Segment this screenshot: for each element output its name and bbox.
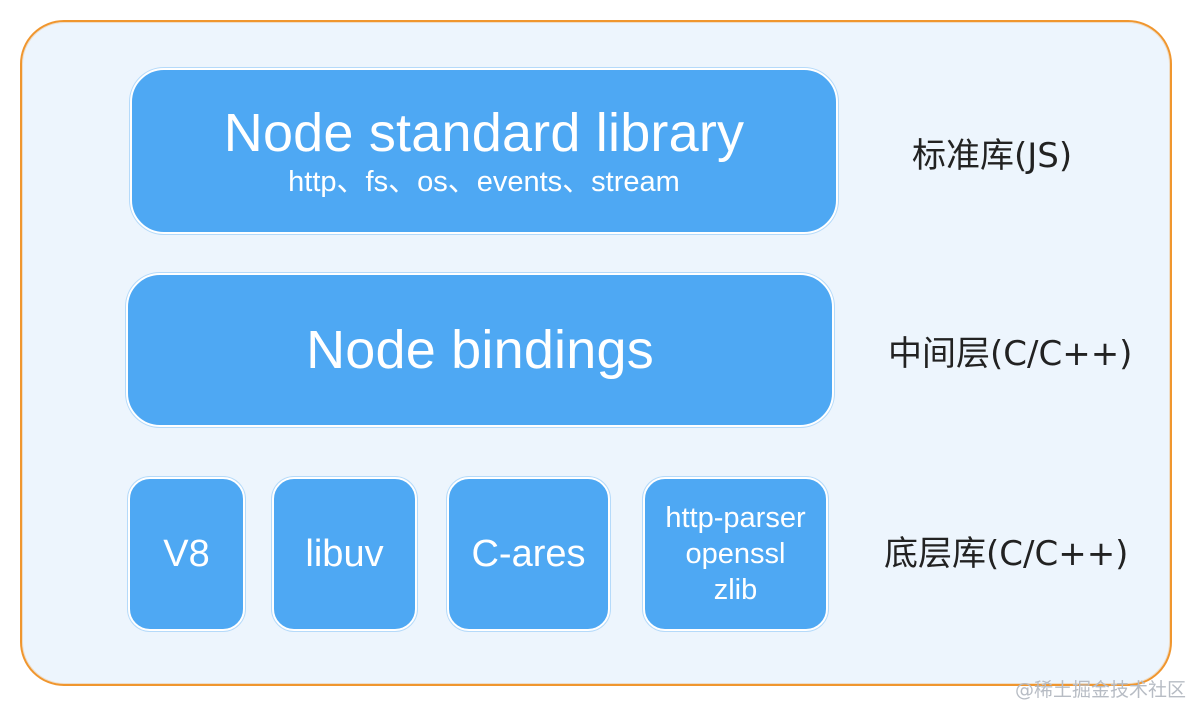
misc-libraries-box: http-parser openssl zlib <box>643 477 828 631</box>
watermark: @稀土掘金技术社区 <box>1014 679 1186 701</box>
libuv-label: libuv <box>305 533 384 575</box>
standard-library-title: Node standard library <box>223 103 745 163</box>
bindings-layer-label: 中间层(C/C++) <box>888 334 1133 374</box>
libuv-box: libuv <box>272 477 417 631</box>
http-parser-label: http-parser <box>665 502 806 534</box>
node-standard-library-box: Node standard library http、fs、os、events、… <box>130 68 838 234</box>
low-level-layer-label: 底层库(C/C++) <box>884 534 1129 574</box>
c-ares-label: C-ares <box>471 533 586 575</box>
standard-library-modules: http、fs、os、events、stream <box>288 166 680 198</box>
bindings-title: Node bindings <box>306 320 654 380</box>
node-bindings-box: Node bindings <box>126 273 834 427</box>
zlib-label: zlib <box>713 574 758 606</box>
v8-label: V8 <box>163 533 210 575</box>
openssl-label: openssl <box>685 538 786 570</box>
standard-library-layer-label: 标准库(JS) <box>912 136 1073 176</box>
c-ares-box: C-ares <box>447 477 610 631</box>
v8-box: V8 <box>128 477 245 631</box>
